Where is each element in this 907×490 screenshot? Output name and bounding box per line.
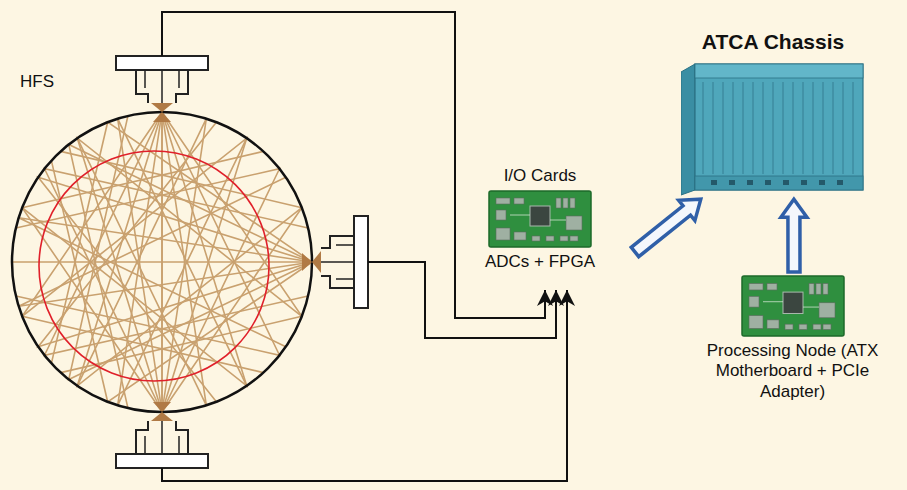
slot-line	[823, 82, 824, 174]
chassis-front	[695, 64, 863, 190]
chip	[514, 198, 524, 204]
slot-line	[773, 82, 774, 174]
signal-wire	[162, 12, 545, 318]
antenna-bottom	[116, 402, 208, 468]
signal-wire	[368, 262, 556, 338]
microwave-ray	[118, 119, 247, 412]
chip	[560, 236, 568, 241]
chassis-port	[711, 180, 717, 185]
slot-line	[843, 82, 844, 174]
processing-node: Processing Node (ATX Motherboard + PCIe …	[685, 272, 900, 403]
chip	[496, 198, 510, 204]
chip	[823, 284, 828, 295]
card-picture	[741, 275, 845, 337]
chassis-top-panel	[695, 64, 863, 78]
chassis-picture	[681, 58, 865, 196]
chip	[809, 284, 814, 295]
slot-line	[793, 82, 794, 174]
chassis-node: ATCA Chassis	[678, 28, 868, 199]
chip	[563, 198, 568, 208]
data-flow-arrow	[781, 199, 807, 272]
main-chip	[783, 292, 803, 313]
antenna-top	[116, 56, 208, 122]
slot-line	[783, 82, 784, 174]
slot-line	[853, 82, 854, 174]
slot-line	[803, 82, 804, 174]
chip	[785, 324, 793, 329]
microwave-ray	[77, 119, 206, 412]
chip	[566, 216, 582, 230]
microwave-ray	[61, 151, 302, 412]
chip	[496, 228, 510, 240]
region-label: HFS	[20, 72, 54, 92]
data-flow-arrow	[631, 199, 701, 257]
chassis-port	[729, 180, 735, 185]
chassis-port	[819, 180, 825, 185]
node-subtitle: ADCs + FPGA	[483, 251, 597, 273]
microwave-rays	[12, 112, 312, 412]
circuit-board	[742, 276, 844, 336]
chip	[749, 284, 763, 290]
chip	[767, 320, 779, 329]
slot-line	[833, 82, 834, 174]
microwave-ray	[22, 138, 247, 412]
chassis-port	[837, 180, 843, 185]
node-title: I/O Cards	[502, 165, 579, 187]
chip	[813, 324, 821, 329]
node-title: ATCA Chassis	[700, 28, 846, 55]
node-title: Processing Node (ATX Motherboard + PCIe …	[685, 340, 900, 403]
chip	[767, 284, 777, 290]
chassis-port	[765, 180, 771, 185]
slot-line	[763, 82, 764, 174]
microwave-ray	[161, 112, 163, 412]
chip	[570, 236, 578, 241]
slot-line	[743, 82, 744, 174]
chip	[514, 232, 526, 240]
signal-wire	[162, 290, 567, 481]
chip	[823, 324, 831, 329]
chassis-port	[783, 180, 789, 185]
board-trace	[763, 302, 819, 307]
chip	[749, 296, 759, 307]
chip	[546, 236, 554, 241]
slot-line	[713, 82, 714, 174]
chip	[532, 236, 540, 241]
chip	[496, 210, 506, 220]
chassis-bottom-panel	[695, 176, 863, 190]
chip	[749, 316, 763, 329]
chip	[819, 303, 835, 318]
chip	[570, 198, 575, 208]
main-chip	[530, 206, 550, 226]
antenna-right	[302, 216, 368, 308]
chassis-port	[747, 180, 753, 185]
circuit-board	[489, 191, 591, 247]
vessel-wall	[12, 112, 312, 412]
chip	[799, 324, 807, 329]
card-picture	[488, 190, 592, 248]
plasma-boundary	[39, 151, 269, 381]
chip	[816, 284, 821, 295]
io-card-node: I/O CardsADCs + FPGA	[445, 165, 635, 274]
board-trace	[510, 215, 566, 220]
chassis-side	[681, 64, 695, 195]
slot-line	[733, 82, 734, 174]
slot-line	[753, 82, 754, 174]
microwave-ray	[69, 145, 312, 409]
slot-line	[723, 82, 724, 174]
slot-line	[813, 82, 814, 174]
chip	[556, 198, 561, 208]
microwave-ray	[161, 112, 163, 412]
slot-line	[703, 82, 704, 174]
chassis-port	[801, 180, 807, 185]
